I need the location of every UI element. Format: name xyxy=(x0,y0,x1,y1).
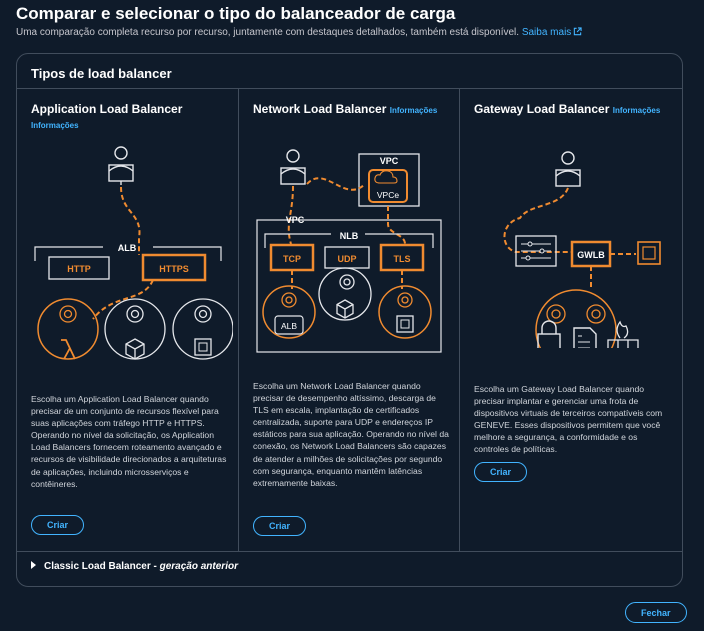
gwlb-info-link[interactable]: Informações xyxy=(612,106,661,115)
load-balancer-types-panel: Tipos de load balancer Application Load … xyxy=(16,53,683,587)
target-group-container xyxy=(104,298,166,360)
nlb-container-label: NLB xyxy=(340,231,359,241)
learn-more-link[interactable]: Saiba mais xyxy=(522,27,582,38)
target-group-lambda xyxy=(37,298,99,360)
alb-http-box: HTTP xyxy=(67,264,91,274)
nlb-info-link[interactable]: Informações xyxy=(389,106,438,115)
subtitle-text: Uma comparação completa recurso por recu… xyxy=(16,27,520,38)
nlb-udp-box: UDP xyxy=(337,254,356,264)
create-nlb-button[interactable]: Criar xyxy=(253,516,307,536)
alb-title: Application Load Balancer xyxy=(31,102,183,116)
gwlb-target-group xyxy=(535,289,617,348)
gwlb-box-label: GWLB xyxy=(577,250,605,260)
user-icon xyxy=(555,151,581,187)
classic-lb-expander[interactable]: Classic Load Balancer - geração anterior xyxy=(31,561,238,572)
footer-divider xyxy=(17,551,682,552)
create-gwlb-button[interactable]: Criar xyxy=(474,462,528,482)
learn-more-label: Saiba mais xyxy=(521,27,572,38)
classic-lb-label: Classic Load Balancer xyxy=(44,561,151,572)
alb-diagram: ALB HTTP HTTPS xyxy=(34,146,233,360)
nlb-tls-box: TLS xyxy=(394,254,411,264)
gwlb-appliance-icon xyxy=(637,241,661,265)
nlb-card: Network Load Balancer Informações VPC VP… xyxy=(239,88,459,551)
page-title: Comparar e selecionar o tipo do balancea… xyxy=(16,4,456,23)
panel-divider xyxy=(17,88,682,89)
classic-lb-note: geração anterior xyxy=(159,561,238,572)
create-alb-button[interactable]: Criar xyxy=(31,515,85,535)
external-link-icon xyxy=(574,27,582,36)
alb-description: Escolha um Application Load Balancer qua… xyxy=(31,394,227,489)
nlb-title-row: Network Load Balancer Informações xyxy=(253,102,437,116)
nlb-vpce-label: VPCe xyxy=(377,190,399,200)
caret-right-icon xyxy=(31,561,36,569)
nlb-description: Escolha um Network Load Balancer quando … xyxy=(253,381,449,488)
lock-icon xyxy=(537,320,561,348)
column-divider xyxy=(238,88,239,551)
alb-https-box: HTTPS xyxy=(159,264,189,274)
nlb-vpc-outer-label: VPC xyxy=(286,215,305,225)
page-subtitle: Uma comparação completa recurso por recu… xyxy=(16,27,582,38)
alb-info-link[interactable]: Informações xyxy=(31,121,79,130)
alb-card: Application Load Balancer Informações AL… xyxy=(17,88,238,551)
firewall-fire-icon xyxy=(607,320,639,348)
vpc-endpoint-icon: VPCe xyxy=(368,169,408,203)
nlb-vpc-inner-label: VPC xyxy=(380,156,399,166)
nlb-target-alb: ALB xyxy=(262,285,316,339)
user-icon xyxy=(280,149,306,185)
nlb-target-instance xyxy=(378,285,432,339)
classic-separator: - xyxy=(150,561,160,572)
gwlb-description: Escolha um Gateway Load Balancer quando … xyxy=(474,384,663,455)
panel-title: Tipos de load balancer xyxy=(31,66,172,81)
nlb-target-container xyxy=(318,267,372,321)
close-button[interactable]: Fechar xyxy=(625,602,687,623)
column-divider xyxy=(459,88,460,551)
nlb-alb-target-label: ALB xyxy=(281,321,297,331)
user-icon xyxy=(108,146,134,185)
nlb-title: Network Load Balancer xyxy=(253,102,387,116)
gwlb-card: Gateway Load Balancer Informações GWLB xyxy=(460,88,682,551)
gwlb-title: Gateway Load Balancer xyxy=(474,102,610,116)
gwlb-diagram: GWLB xyxy=(503,151,661,348)
gwlb-title-row: Gateway Load Balancer Informações xyxy=(474,102,660,116)
alb-container-label: ALB xyxy=(118,243,137,253)
nlb-diagram: VPC VPCe VPC NLB TCP UDP TLS xyxy=(256,149,442,353)
target-group-instance xyxy=(172,298,233,360)
nlb-tcp-box: TCP xyxy=(283,254,301,264)
gwlb-firewall-icon xyxy=(515,235,557,267)
checklist-icon xyxy=(573,327,597,348)
